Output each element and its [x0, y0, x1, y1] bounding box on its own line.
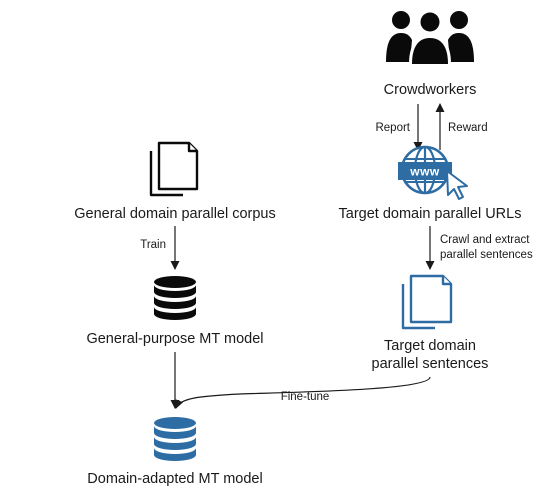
general-model-label: General-purpose MT model [86, 331, 263, 347]
finetune-arrow [174, 376, 431, 409]
target-urls-label: Target domain parallel URLs [339, 206, 522, 222]
www-cursor-icon: www [398, 145, 468, 200]
crawl-label-line2: parallel sentences [440, 249, 533, 261]
svg-text:www: www [409, 165, 440, 179]
database-icon [154, 276, 196, 320]
reward-label: Reward [448, 122, 488, 134]
report-label: Report [375, 122, 410, 134]
crawl-label-line1: Crawl and extract [440, 234, 530, 246]
adapted-model-label: Domain-adapted MT model [87, 471, 262, 487]
database-icon [154, 417, 196, 461]
documents-icon [149, 141, 199, 197]
finetune-label: Fine-tune [281, 391, 330, 403]
target-sentences-label-line2: parallel sentences [372, 356, 489, 372]
train-label: Train [140, 239, 166, 251]
people-icon [386, 10, 474, 64]
crowdworkers-label: Crowdworkers [384, 82, 477, 98]
documents-icon [401, 274, 453, 330]
target-sentences-label-line1: Target domain [384, 338, 476, 354]
general-corpus-label: General domain parallel corpus [74, 206, 276, 222]
